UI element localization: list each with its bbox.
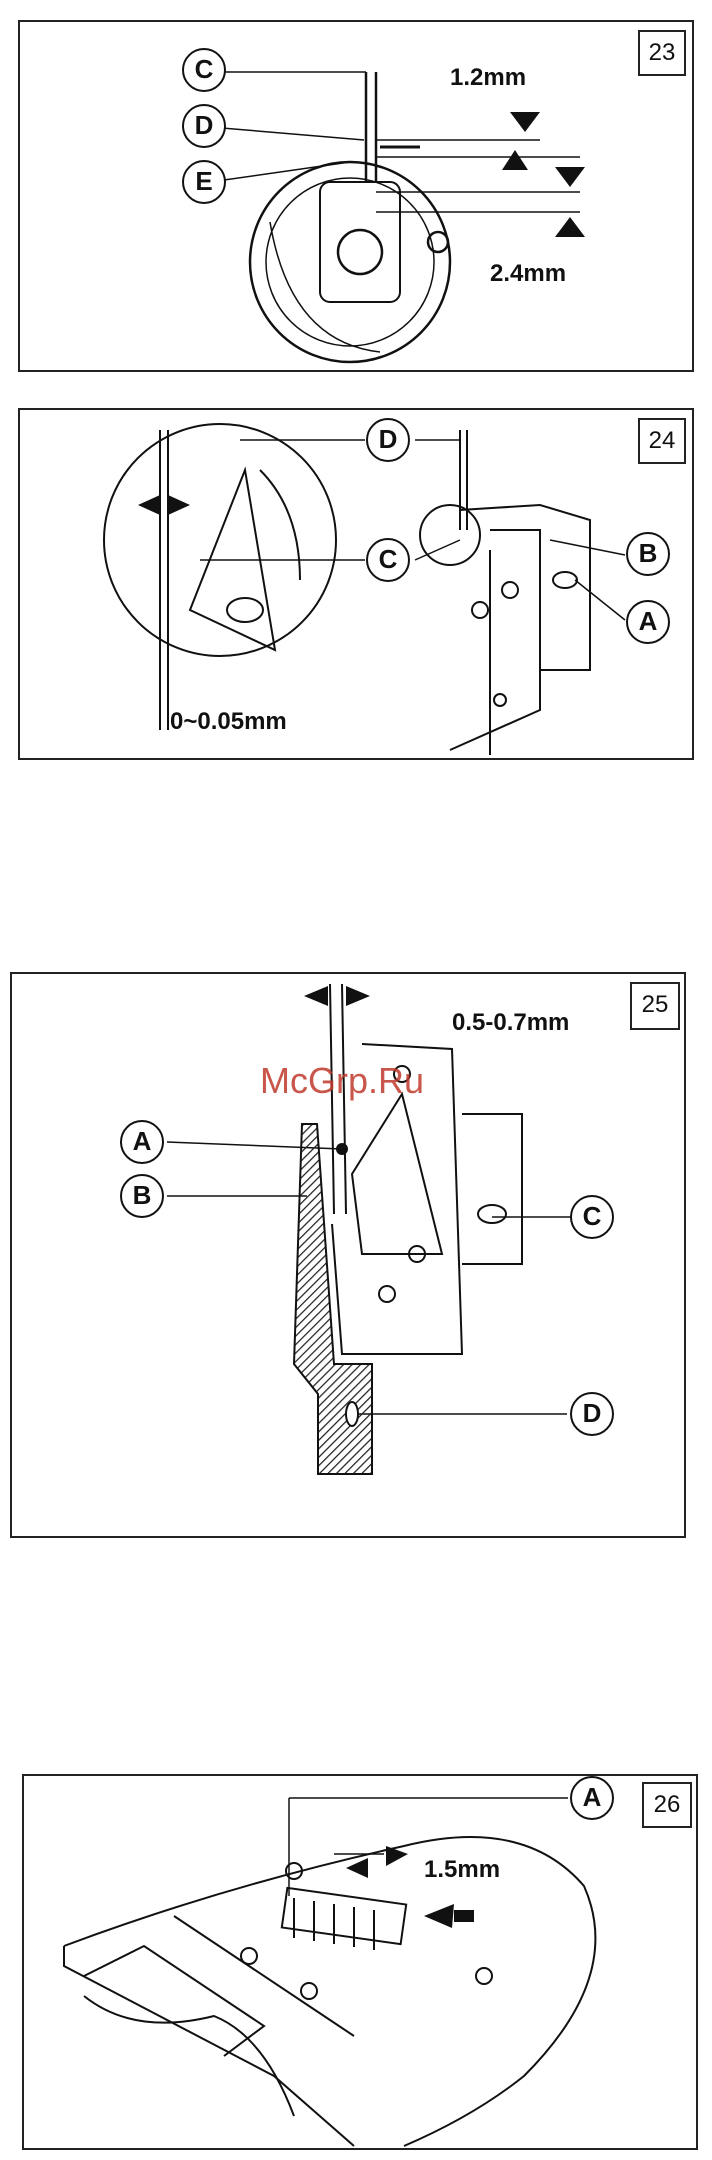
figure-number: 23 bbox=[638, 30, 686, 76]
arrow-up-1 bbox=[502, 150, 528, 170]
figure-25: 25 0.5-0.7mm A B C D bbox=[10, 972, 686, 1538]
arrow-left bbox=[346, 1858, 368, 1878]
figure-number: 24 bbox=[638, 418, 686, 464]
bobbin-center bbox=[338, 230, 382, 274]
arrow-down-1 bbox=[510, 112, 540, 132]
figure-26-drawing bbox=[24, 1776, 700, 2152]
arrow-right bbox=[386, 1846, 408, 1866]
dimension-label: 2.4mm bbox=[490, 260, 566, 288]
callout-label: D bbox=[366, 418, 410, 462]
arrow-direction bbox=[424, 1904, 454, 1928]
callout-label: E bbox=[182, 160, 226, 204]
dimension-label: 1.2mm bbox=[450, 64, 526, 92]
callout-label: A bbox=[570, 1776, 614, 1820]
dimension-label: 0~0.05mm bbox=[170, 708, 287, 736]
figure-23-drawing bbox=[20, 22, 696, 374]
callout-label: A bbox=[120, 1120, 164, 1164]
arrow-right bbox=[304, 986, 328, 1006]
callout-label: C bbox=[570, 1195, 614, 1239]
figure-26: 26 1.5mm A bbox=[22, 1774, 698, 2150]
dimension-label: 0.5-0.7mm bbox=[452, 1009, 569, 1037]
figure-24-drawing bbox=[20, 410, 696, 762]
figure-24: 24 0~0.05mm D C B A bbox=[18, 408, 694, 760]
callout-label: B bbox=[626, 532, 670, 576]
callout-label: B bbox=[120, 1174, 164, 1218]
figure-25-drawing bbox=[12, 974, 688, 1540]
callout-label: D bbox=[570, 1392, 614, 1436]
callout-label: D bbox=[182, 104, 226, 148]
arrow-right bbox=[138, 495, 160, 515]
figure-23: 23 1.2mm 2.4mm C D E bbox=[18, 20, 694, 372]
figure-number: 25 bbox=[630, 982, 680, 1030]
arrow-left bbox=[168, 495, 190, 515]
magnifier-circle bbox=[104, 424, 336, 656]
arrow-down-2 bbox=[555, 167, 585, 187]
arrow-up-2 bbox=[555, 217, 585, 237]
callout-label: C bbox=[182, 48, 226, 92]
watermark-text: McGrp.Ru bbox=[260, 1060, 424, 1102]
dimension-label: 1.5mm bbox=[424, 1856, 500, 1884]
callout-label: C bbox=[366, 538, 410, 582]
figure-number: 26 bbox=[642, 1782, 692, 1828]
callout-label: A bbox=[626, 600, 670, 644]
arrow-left bbox=[346, 986, 370, 1006]
